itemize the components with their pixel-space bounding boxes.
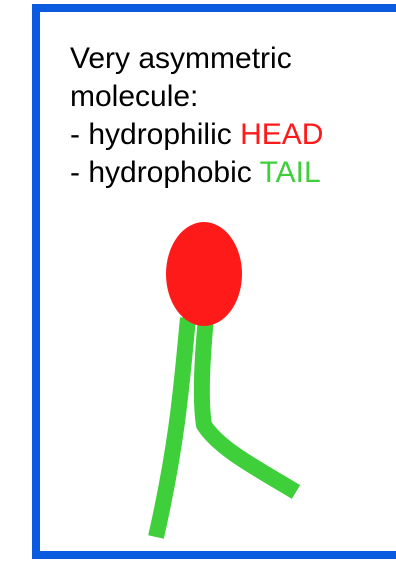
molecule-tail-left	[156, 318, 188, 537]
molecule-head	[166, 222, 242, 326]
molecule-tail-right	[202, 318, 296, 492]
